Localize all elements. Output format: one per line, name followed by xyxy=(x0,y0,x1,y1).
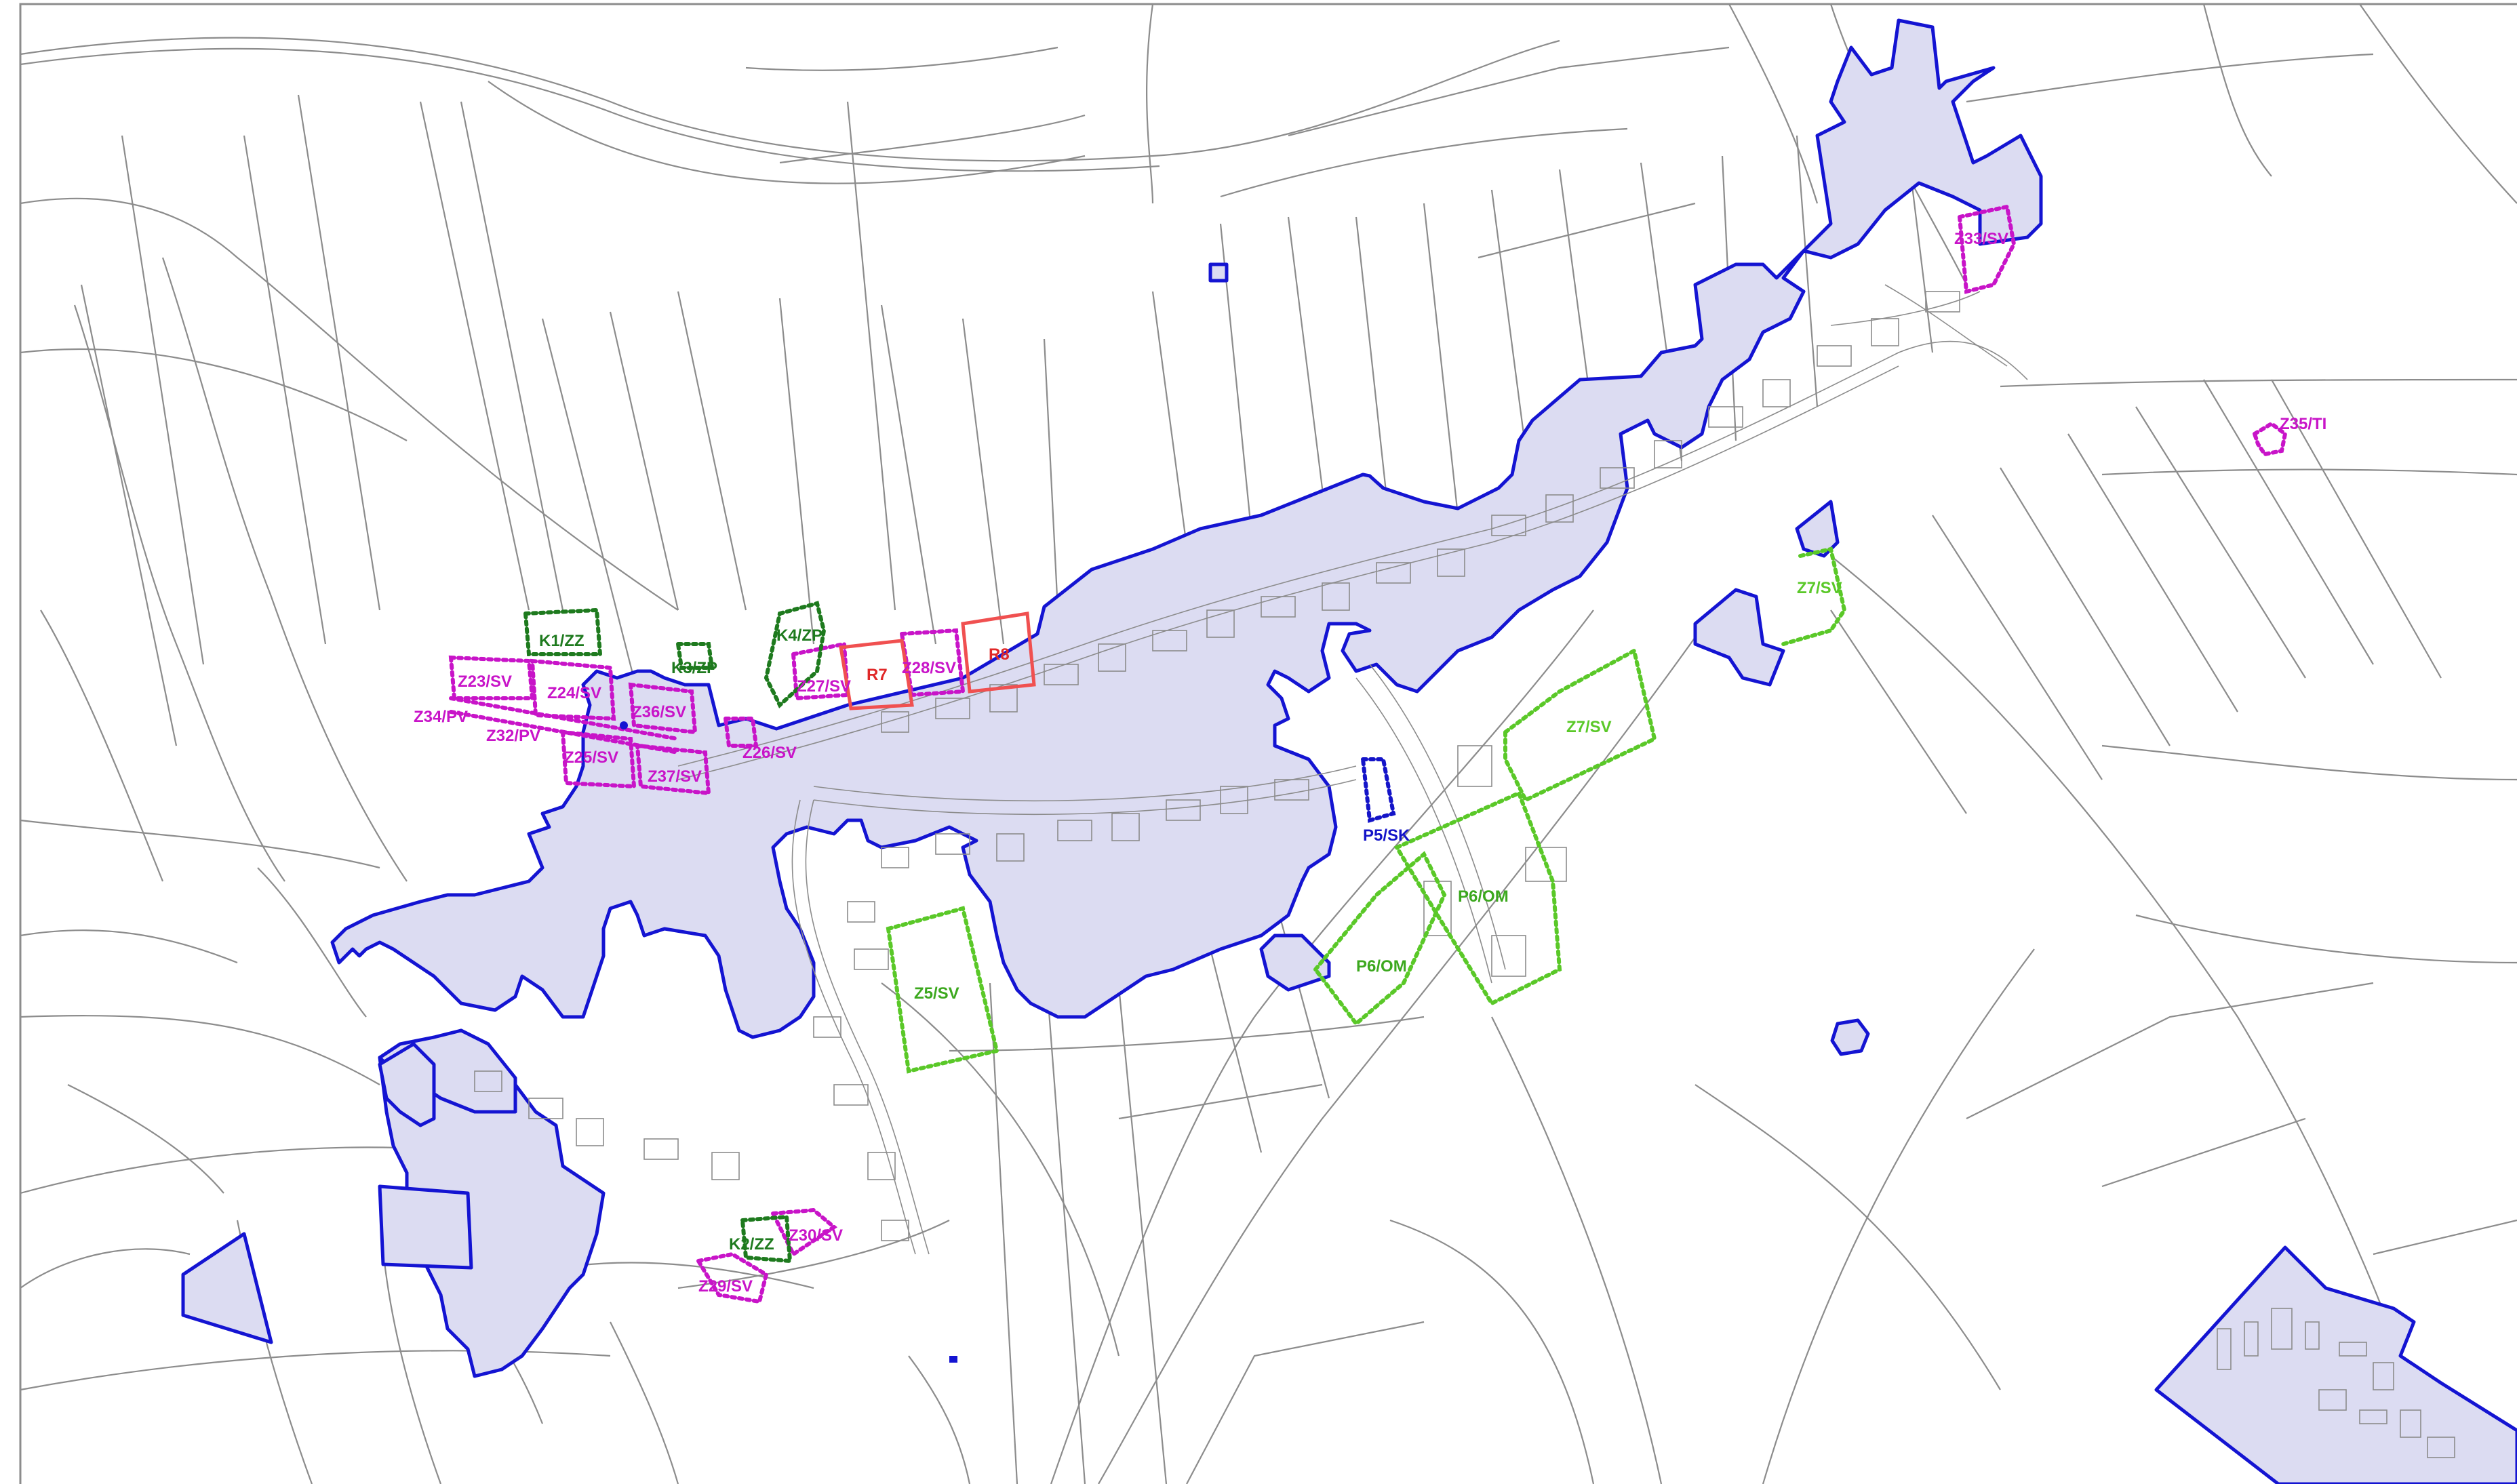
zone-z5 xyxy=(886,906,999,1074)
zone-k3 xyxy=(675,642,715,670)
settlement-small-1 xyxy=(1208,262,1229,283)
zone-z29 xyxy=(695,1251,769,1304)
label-z37: Z37/SV xyxy=(648,767,702,786)
label-k4: K4/ZP xyxy=(776,626,823,645)
zone-labels: Z33/SV Z35/TI Z7/SV Z7/SV R7 R8 K1/ZZ K3… xyxy=(414,230,2326,1296)
settlement-industrial xyxy=(2154,1245,2517,1484)
label-z35: Z35/TI xyxy=(2280,415,2326,433)
zone-z24 xyxy=(530,658,616,721)
settlement-small-2 xyxy=(1830,1018,1870,1056)
label-r8: R8 xyxy=(989,645,1010,664)
marker-dot-1 xyxy=(620,721,628,729)
settlement-sw-2 xyxy=(181,1232,273,1344)
zone-z34 xyxy=(449,696,680,741)
settlement-central-south xyxy=(1259,934,1331,992)
zone-z35 xyxy=(2252,421,2288,457)
label-k1: K1/ZZ xyxy=(539,632,584,650)
label-z7a: Z7/SV xyxy=(1797,579,1842,597)
label-z24: Z24/SV xyxy=(547,684,601,702)
zone-p6-left xyxy=(1313,851,1447,1027)
label-p6b: P6/OM xyxy=(1356,957,1407,976)
zone-z36 xyxy=(628,682,698,735)
zone-z25 xyxy=(560,729,637,789)
label-z34: Z34/PV xyxy=(414,708,468,726)
zone-r8 xyxy=(961,611,1036,694)
zone-k4 xyxy=(764,601,827,708)
label-z27: Z27/SV xyxy=(797,677,851,696)
zone-outlines xyxy=(448,204,2288,1304)
label-k2: K2/ZZ xyxy=(729,1235,774,1254)
label-z32: Z32/PV xyxy=(486,727,540,745)
label-z28: Z28/SV xyxy=(902,659,956,677)
label-z36: Z36/SV xyxy=(632,703,686,721)
settlement-east-1 xyxy=(1693,588,1785,687)
zone-k1 xyxy=(523,607,603,656)
label-z33: Z33/SV xyxy=(1954,230,2008,248)
zone-z26 xyxy=(723,717,759,748)
label-p5: P5/SK xyxy=(1363,826,1410,845)
zone-p5 xyxy=(1360,757,1396,823)
zone-z7-mid xyxy=(1503,647,1657,803)
zone-z33 xyxy=(1957,204,2017,294)
label-z23: Z23/SV xyxy=(458,673,512,691)
label-z5: Z5/SV xyxy=(914,984,959,1003)
zone-z7-east xyxy=(1781,546,1847,646)
zone-r7 xyxy=(839,639,914,710)
label-p6a: P6/OM xyxy=(1458,887,1509,906)
label-k3: K3/ZP xyxy=(671,659,717,677)
zone-p6-right xyxy=(1393,790,1562,1006)
village-core xyxy=(330,18,2043,1039)
settlement-nw-west xyxy=(378,1042,436,1127)
label-z26: Z26/SV xyxy=(742,744,797,762)
label-z25: Z25/SV xyxy=(564,748,618,767)
settlement-sw-1 xyxy=(378,1184,473,1270)
label-z7b: Z7/SV xyxy=(1566,718,1612,736)
zone-red xyxy=(839,611,1036,710)
zone-k2 xyxy=(740,1214,793,1264)
zone-z37 xyxy=(635,743,711,796)
zone-z23 xyxy=(448,655,535,700)
settlement-areas xyxy=(181,18,2517,1484)
marker-dot-2 xyxy=(949,1356,957,1363)
label-z29: Z29/SV xyxy=(698,1277,753,1296)
building-outlines xyxy=(474,284,2455,1458)
label-r7: R7 xyxy=(867,666,888,684)
label-z30: Z30/SV xyxy=(789,1226,843,1245)
